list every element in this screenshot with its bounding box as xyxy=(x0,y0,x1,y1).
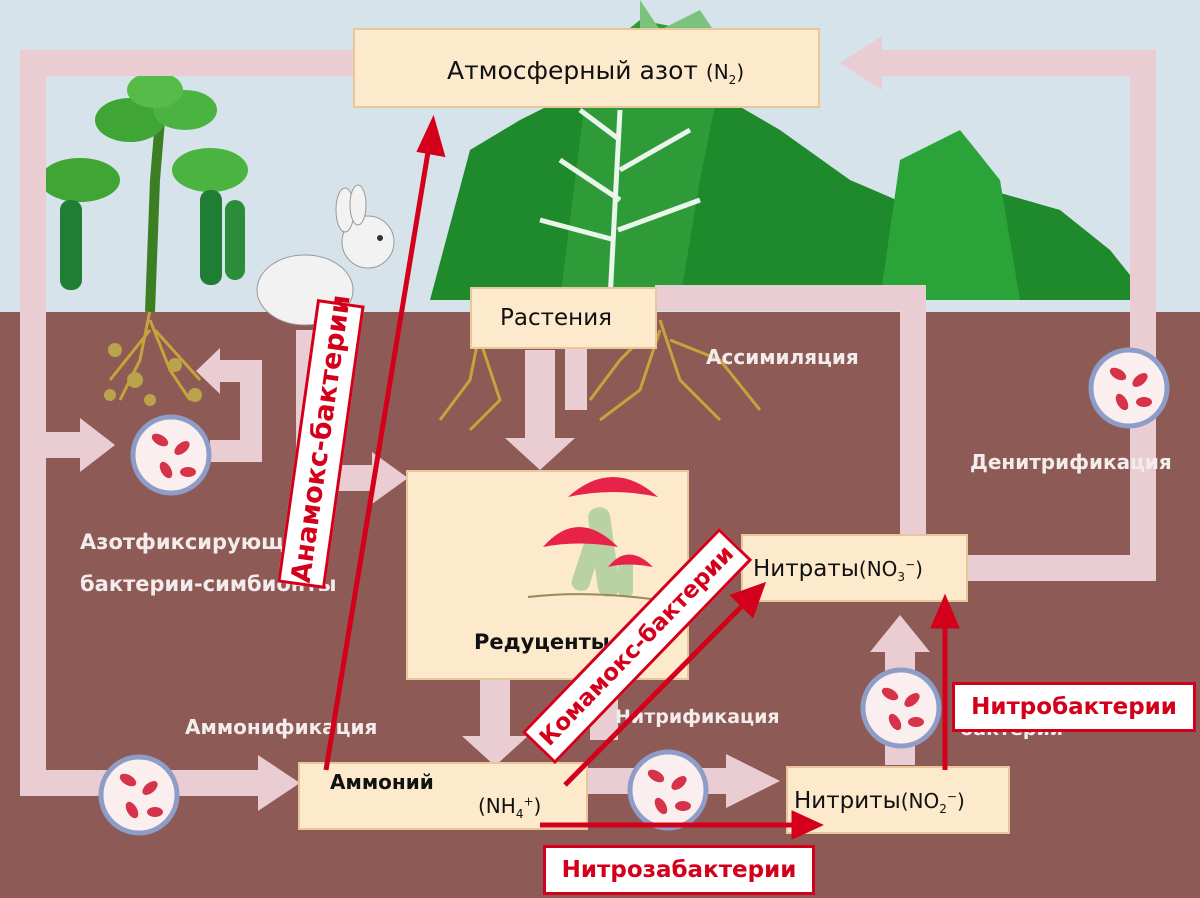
atmospheric-nitrogen-label: Атмосферный азот xyxy=(447,56,698,85)
anammox-arrow xyxy=(323,139,433,771)
symbionts-label-line1: Азотфиксирующие xyxy=(80,530,314,554)
nitrobacteria-label: Нитробактерии xyxy=(952,682,1196,732)
ammonification-label: Аммонификация xyxy=(185,715,378,739)
anammox-arrowhead xyxy=(416,114,446,158)
assimilation-label: Ассимиляция xyxy=(706,345,859,369)
nitrosobacteria-label: Нитрозабактерии xyxy=(543,845,815,895)
comammox-arrow xyxy=(563,598,750,787)
comammox-arrowhead xyxy=(729,581,767,619)
nitrobacteria-arrowhead xyxy=(930,593,960,629)
nitrites-label: Нитриты xyxy=(794,788,901,814)
atmospheric-nitrogen-box: Атмосферный азот (N2) xyxy=(353,28,820,108)
plants-label: Растения xyxy=(500,305,612,331)
ammonium-label: Аммоний xyxy=(330,770,434,794)
nitrification-label: Нитрификация xyxy=(615,706,780,728)
nitrites-box: Нитриты(NO2−) xyxy=(786,766,1010,834)
decomposers-label: Редуценты xyxy=(474,630,610,654)
plants-box: Растения xyxy=(470,287,657,349)
mushroom-icon xyxy=(527,477,659,601)
ammonium-formula: (NH4+) xyxy=(478,794,542,821)
nitrates-label: Нитраты xyxy=(753,556,859,582)
bean-plant-illustration xyxy=(40,72,248,406)
nitrosobacteria-arrowhead xyxy=(791,810,825,840)
ammonium-box: Аммоний (NH4+) xyxy=(298,762,588,830)
denitrification-label: Денитрификация xyxy=(970,450,1172,474)
